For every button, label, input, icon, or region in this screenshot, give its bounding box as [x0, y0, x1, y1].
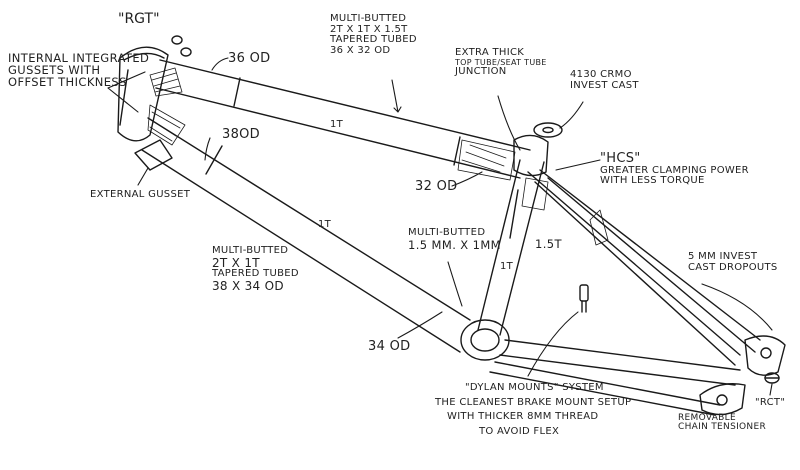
hcs-line-1: "HCS": [600, 151, 641, 166]
rct-part: [764, 372, 780, 384]
cast-part: [533, 122, 563, 138]
top-tube: [155, 59, 531, 179]
tensioner-line-2: CHAIN TENSIONER: [678, 422, 766, 433]
tt-line-4: 36 X 32 OD: [330, 44, 391, 56]
hcs-label: "HCS" GREATER CLAMPING POWER WITH LESS T…: [600, 152, 749, 187]
tt-line-2: 2T X 1T X 1.5T: [330, 23, 408, 35]
seat-tube-top-thickness-label: 1.5T: [535, 237, 562, 251]
dylan-line-4: TO AVOID FLEX: [479, 425, 560, 437]
down-tube-spec-label: MULTI-BUTTED 2T X 1T TAPERED TUBED 38 X …: [212, 245, 299, 293]
top-tube-thickness-label: 1T: [330, 119, 344, 130]
st-line-2: 1.5 MM. X 1MM: [408, 237, 501, 252]
st-line-1: MULTI-BUTTED: [408, 227, 486, 238]
dt-line-2: 2T X 1T: [212, 255, 260, 270]
tensioner-line-1: REMOVABLE: [678, 413, 736, 423]
od38-label: 38OD: [222, 127, 260, 142]
dylan-mount-part: [579, 284, 589, 313]
internal-gussets-label: INTERNAL INTEGRATED GUSSETS WITH OFFSET …: [8, 52, 149, 88]
rear-dropouts: [699, 335, 786, 416]
seat-tube: [477, 134, 549, 336]
chain-stays: [489, 339, 741, 416]
chain-tensioner-label: REMOVABLE CHAIN TENSIONER: [678, 413, 766, 433]
dylan-mounts-label: "DYLAN MOUNTS" SYSTEM THE CLEANEST BRAKE…: [435, 382, 632, 437]
down-tube-thickness-label: 1T: [318, 219, 332, 230]
external-gusset-label: EXTERNAL GUSSET: [90, 189, 191, 200]
seat-stays: [527, 169, 761, 366]
rgt-part: [171, 35, 192, 57]
external-gusset-part: [134, 139, 173, 171]
head-tube: [117, 46, 169, 142]
tt-line-3: TAPERED TUBED: [330, 34, 417, 45]
tt-line-1: MULTI-BUTTED: [330, 13, 407, 24]
top-tube-spec-label: MULTI-BUTTED 2T X 1T X 1.5T TAPERED TUBE…: [330, 13, 417, 56]
seat-tube-spec-label: MULTI-BUTTED 1.5 MM. X 1MM: [408, 227, 501, 252]
junction-label: EXTRA THICK TOP TUBE/SEAT TUBE JUNCTION: [455, 47, 547, 77]
rct-label: "RCT": [755, 397, 786, 408]
od34-label: 34 OD: [368, 339, 411, 354]
bottom-bracket: [460, 319, 510, 361]
dylan-line-1: "DYLAN MOUNTS" SYSTEM: [465, 382, 604, 393]
rgt-label: "RGT": [118, 11, 160, 27]
dylan-line-2: THE CLEANEST BRAKE MOUNT SETUP: [435, 396, 632, 408]
junction-hatch: [457, 139, 516, 181]
dt-line-4: 38 X 34 OD: [212, 278, 284, 293]
od32-label: 32 OD: [415, 179, 458, 194]
down-tube: [141, 117, 471, 353]
junction-line-3: JUNCTION: [455, 65, 507, 77]
od36-label: 36 OD: [228, 51, 271, 66]
cast-line-2: INVEST CAST: [570, 79, 639, 91]
dropouts-line-2: CAST DROPOUTS: [688, 261, 778, 273]
internal-line-1: INTERNAL INTEGRATED: [8, 51, 150, 65]
leader-lines: [107, 57, 773, 396]
internal-line-3: OFFSET THICKNESS: [8, 75, 127, 90]
cast-line-1: 4130 CRMO: [570, 69, 632, 80]
hcs-line-2: GREATER CLAMPING POWER: [600, 164, 749, 176]
dt-line-3: TAPERED TUBED: [212, 268, 299, 280]
internal-line-2: GUSSETS WITH: [8, 63, 101, 78]
dt-line-1: MULTI-BUTTED: [212, 245, 289, 256]
dylan-line-3: WITH THICKER 8MM THREAD: [447, 411, 599, 422]
dropouts-label: 5 MM INVEST CAST DROPOUTS: [688, 251, 778, 273]
hcs-line-3: WITH LESS TORQUE: [600, 175, 705, 187]
seat-tube-thickness-label: 1T: [500, 261, 514, 272]
junction-line-1: EXTRA THICK: [455, 47, 525, 58]
dropouts-line-1: 5 MM INVEST: [688, 251, 758, 262]
junction-line-2: TOP TUBE/SEAT TUBE: [455, 57, 547, 67]
invest-cast-label: 4130 CRMO INVEST CAST: [570, 69, 639, 91]
internal-gusset-hatch: [147, 67, 186, 146]
